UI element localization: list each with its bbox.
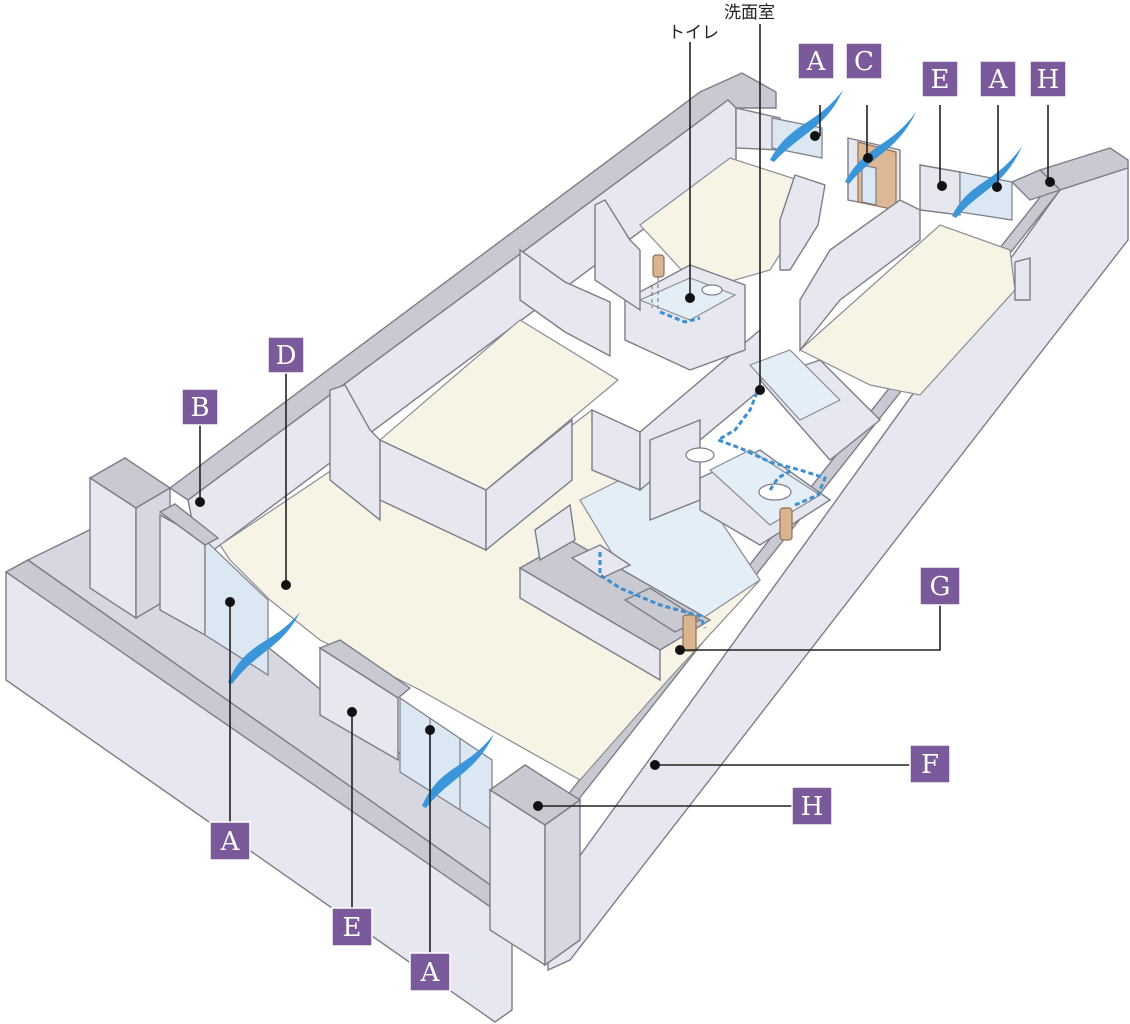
badge-h-bottom: H (791, 786, 833, 826)
wind-wave-front (422, 734, 494, 808)
top-door-c-glass (861, 164, 877, 206)
svg-text:A: A (988, 65, 1009, 95)
bedroom3-right-wall (1014, 257, 1031, 301)
badge-a-left: A (209, 821, 251, 861)
corner-pillar-side (544, 798, 581, 967)
top-corner-cap (1010, 169, 1062, 201)
center-partition-face (319, 646, 399, 762)
drain-washroom (714, 384, 828, 507)
badge-d: D (267, 336, 305, 374)
svg-text:B: B (190, 393, 209, 423)
drain-kitchen (598, 552, 707, 629)
wind-wave-top-c (845, 112, 916, 184)
badge-a-bottom: A (409, 952, 451, 992)
bedroom1-right-wall (485, 418, 573, 552)
washroom-label: 洗面室 (724, 3, 775, 23)
badge-h-top: H (1029, 60, 1067, 98)
svg-text:A: A (806, 47, 827, 77)
toilet-label: トイレ (668, 23, 719, 43)
pipe-toilet (652, 254, 665, 278)
svg-text:A: A (220, 827, 241, 857)
wind-wave-top-a1 (770, 90, 843, 162)
kitchen-island-front (519, 566, 661, 682)
badge-g: G (919, 566, 961, 606)
svg-text:A: A (420, 958, 441, 988)
bedroom1-side-wall (519, 248, 611, 358)
svg-text:C: C (854, 47, 874, 77)
washroom-floor (748, 349, 842, 421)
svg-text:H: H (1037, 65, 1060, 95)
drain-bath (768, 468, 793, 491)
bedroom2-wall-left (594, 199, 641, 312)
left-window-wall-cap (158, 503, 220, 546)
bedroom3-wall (799, 199, 921, 352)
badge-c-top: C (845, 42, 883, 80)
badge-a-top-2: A (979, 60, 1017, 98)
svg-text:F: F (921, 750, 939, 780)
pipe-kitchen (682, 614, 697, 652)
pipe-bath (779, 507, 793, 541)
bedroom2-wall-right (779, 174, 826, 271)
badge-a-top-1: A (797, 42, 835, 80)
svg-text:G: G (930, 572, 951, 602)
badge-b: B (181, 388, 219, 426)
wind-wave-left (228, 612, 300, 684)
left-window-glass (204, 538, 269, 677)
wind-wave-top-a2 (952, 146, 1022, 218)
svg-text:E: E (343, 913, 362, 943)
svg-text:H: H (801, 792, 824, 822)
badge-f: F (909, 744, 951, 784)
badge-e-top: E (921, 60, 959, 98)
badge-e-bottom: E (331, 907, 373, 947)
svg-text:E: E (931, 65, 950, 95)
svg-text:D: D (276, 341, 297, 371)
drain-toilet (659, 310, 701, 324)
kitchen-back-counter (534, 503, 576, 562)
